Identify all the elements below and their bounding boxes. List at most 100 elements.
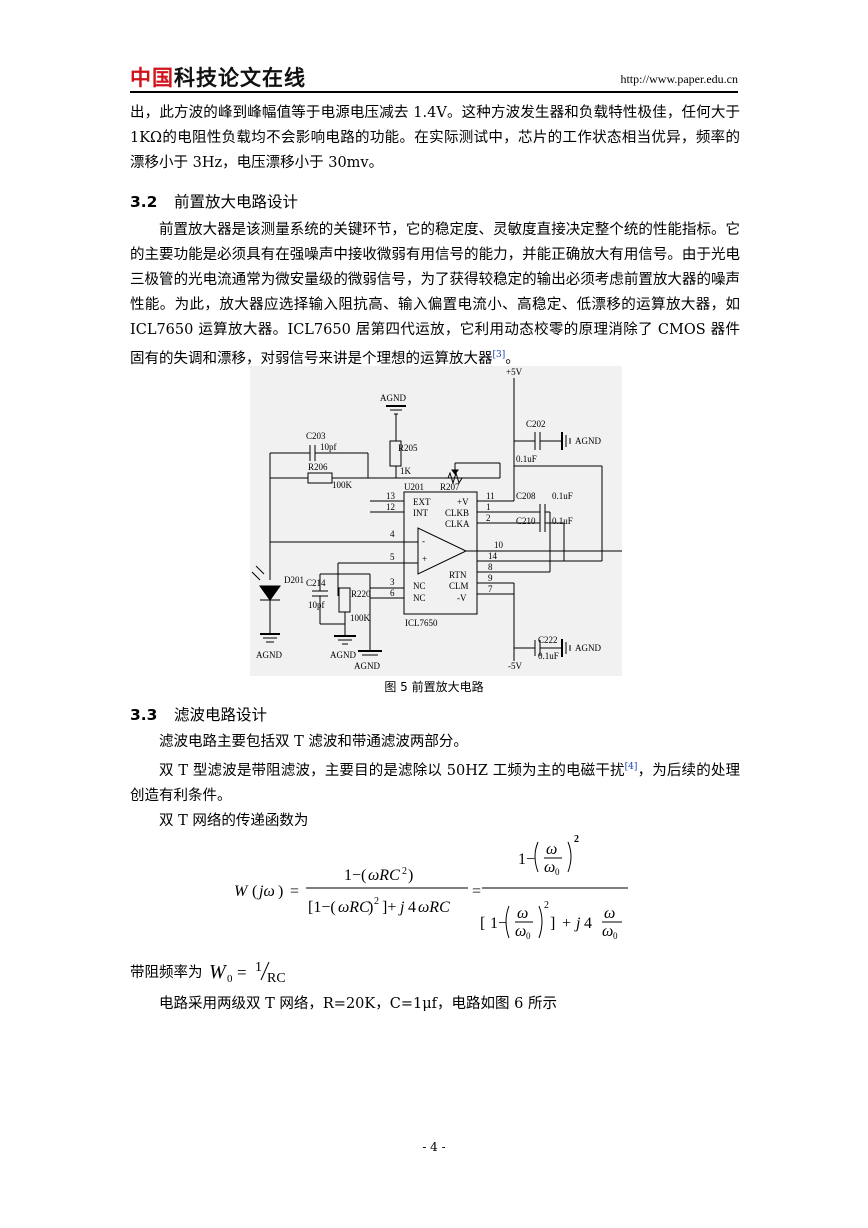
citation-3[interactable]: [3]	[492, 350, 506, 360]
label-plus5v: +5V	[506, 367, 523, 377]
figure-5-caption: 图 5 前置放大电路	[384, 680, 484, 694]
pin-label-nc2: NC	[413, 593, 426, 603]
section-3-3-p1: 滤波电路主要包括双 T 滤波和带通滤波两部分。	[159, 734, 468, 750]
label-c202-value: 0.1uF	[516, 454, 537, 464]
svg-text:(: (	[252, 883, 257, 900]
logo-black-text: 科技论文在线	[174, 66, 306, 90]
svg-text:1−: 1−	[490, 915, 507, 932]
svg-text:ω: ω	[546, 841, 557, 858]
pin-label-clm: CLM	[449, 581, 469, 591]
pin-label-clkb: CLKB	[445, 508, 469, 518]
section-3-3-paragraphs: 滤波电路主要包括双 T 滤波和带通滤波两部分。 双 T 型滤波是带阻滤波，主要目…	[130, 730, 740, 834]
label-r206: R206	[308, 462, 328, 472]
pin-9: 9	[488, 573, 493, 583]
svg-text:2: 2	[374, 896, 379, 907]
intro-paragraph: 出，此方波的峰到峰幅值等于电源电压减去 1.4V。这种方波发生器和负载特性极佳，…	[130, 101, 740, 176]
section-title: 前置放大电路设计	[174, 193, 299, 211]
section-3-3-p3: 双 T 网络的传递函数为	[159, 812, 309, 829]
svg-text:j: j	[398, 899, 405, 916]
label-r207: R207	[440, 482, 460, 492]
pin-8: 8	[488, 562, 493, 572]
label-r205: R205	[398, 443, 418, 453]
label-c222-value: 0.1uF	[538, 651, 559, 661]
section-3-2-tail: 。	[505, 350, 520, 367]
svg-text:[: [	[480, 915, 485, 932]
pin-label-nc1: NC	[413, 581, 426, 591]
svg-text:0: 0	[613, 931, 618, 941]
svg-text:4: 4	[408, 899, 416, 916]
svg-text:W: W	[209, 961, 228, 983]
label-r206-value: 100K	[332, 480, 353, 490]
pin-label-vminus: -V	[457, 593, 467, 603]
svg-text:ωRC: ωRC	[368, 867, 400, 884]
pin-1: 1	[486, 502, 491, 512]
label-agnd-bottom: AGND	[354, 661, 380, 671]
label-c203-value: 10pf	[320, 442, 337, 452]
svg-text:0: 0	[526, 931, 531, 941]
section-title-3-3: 滤波电路设计	[174, 706, 268, 724]
svg-text:W: W	[234, 883, 249, 900]
pin-12: 12	[386, 502, 395, 512]
svg-text:): )	[408, 867, 413, 884]
svg-text:=: =	[290, 883, 299, 900]
svg-text:=: =	[237, 963, 247, 982]
label-u201: U201	[404, 482, 424, 492]
svg-text:[1−(: [1−(	[308, 899, 336, 916]
svg-text:2: 2	[574, 834, 579, 845]
citation-4[interactable]: [4]	[624, 762, 638, 772]
label-agnd-r220: AGND	[330, 650, 356, 660]
label-agnd-c222: AGND	[575, 643, 601, 653]
label-c214: C214	[306, 578, 326, 588]
label-r205-value: 1K	[400, 466, 412, 476]
header-rule	[130, 91, 738, 93]
pin-13: 13	[386, 491, 396, 501]
section-number: 3.2	[130, 193, 158, 211]
label-c208-value: 0.1uF	[552, 491, 573, 501]
label-minus5v: -5V	[508, 661, 522, 671]
label-c214-value: 10pf	[308, 600, 325, 610]
svg-text:1−: 1−	[518, 851, 535, 868]
logo-red-text: 中国	[130, 66, 174, 90]
photodiode-d201	[259, 585, 281, 601]
svg-text:4: 4	[584, 915, 592, 932]
pin-label-int: INT	[413, 508, 428, 518]
chip-icl7650	[403, 491, 478, 615]
label-r220-value: 100K	[350, 613, 371, 623]
header-url[interactable]: http://www.paper.edu.cn	[620, 72, 738, 86]
label-agnd-d201: AGND	[256, 650, 282, 660]
label-agnd-c202: AGND	[575, 436, 601, 446]
svg-text:ωRC: ωRC	[338, 899, 370, 916]
pin-4: 4	[390, 529, 395, 539]
pin-label-rtn: RTN	[449, 570, 467, 580]
pin-6: 6	[390, 588, 395, 598]
svg-text:ω: ω	[517, 905, 528, 922]
label-c210-value: 0.1uF	[552, 516, 573, 526]
svg-text:]+: ]+	[382, 899, 396, 916]
svg-text:ωRC: ωRC	[418, 899, 450, 916]
svg-text:ω: ω	[602, 923, 613, 940]
circuit-description: 电路采用两级双 T 网络，R=20K，C=1μf，电路如图 6 所示	[130, 992, 740, 1017]
journal-logo: 中国科技论文在线	[130, 62, 306, 92]
svg-text:j: j	[574, 915, 581, 932]
section-3-3-p2a: 双 T 型滤波是带阻滤波，主要目的是滤除以 50HZ 工频为主的电磁干扰	[159, 762, 625, 779]
svg-text:0: 0	[227, 973, 233, 985]
label-c208: C208	[516, 491, 536, 501]
label-r220: R220	[351, 589, 371, 599]
pin-5: 5	[390, 552, 395, 562]
svg-text:): )	[368, 899, 373, 916]
svg-text:1−(: 1−(	[344, 867, 366, 884]
pin-label-vplus: +V	[457, 497, 469, 507]
label-chip: ICL7650	[405, 618, 438, 628]
pin-label-clka: CLKA	[445, 519, 470, 529]
section-3-3-p5: 电路采用两级双 T 网络，R=20K，C=1μf，电路如图 6 所示	[159, 996, 557, 1012]
label-d201: D201	[284, 575, 304, 585]
opamp-plus: +	[422, 554, 427, 564]
svg-text:ω: ω	[544, 859, 555, 876]
label-agnd-top: AGND	[380, 393, 406, 403]
section-3-3-p2b: ，为后续的处理创造有利条件。	[130, 762, 741, 804]
pin-7: 7	[488, 584, 493, 594]
opamp-symbol	[417, 527, 468, 575]
svg-text:2: 2	[402, 866, 407, 877]
pin-14: 14	[488, 551, 498, 561]
